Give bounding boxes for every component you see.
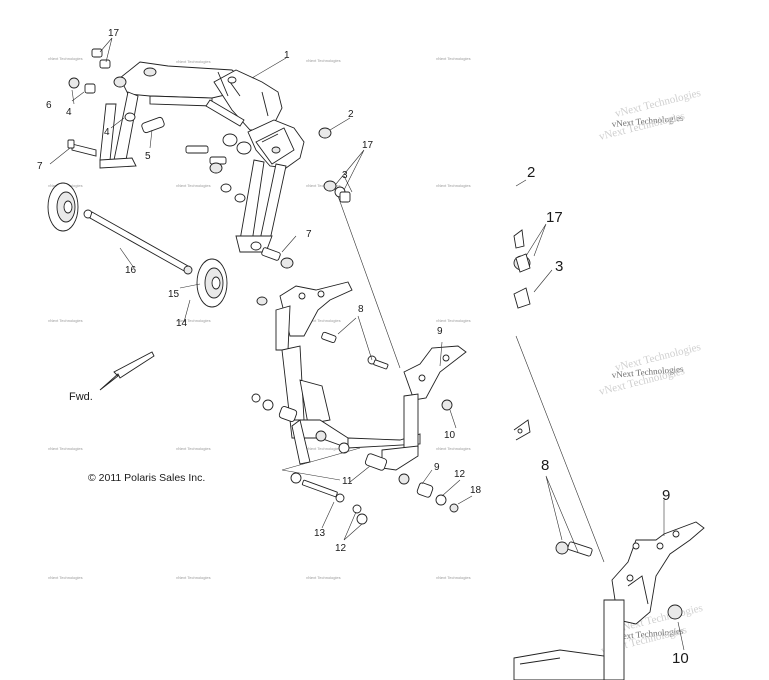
forward-arrow: Fwd. [69, 351, 155, 403]
detail-callout-9: 9 [662, 487, 670, 504]
callout-15: 15 [168, 289, 180, 300]
watermark: vNext Technologies [436, 575, 471, 580]
callout-4: 4 [66, 107, 72, 118]
watermark: vNext Technologies [48, 318, 83, 323]
callout-8: 8 [358, 304, 364, 315]
callout-14: 14 [176, 318, 188, 329]
watermark: vNext Technologies [48, 446, 83, 451]
callout-9: 9 [437, 326, 443, 337]
watermark: vNext Technologies [306, 183, 341, 188]
watermark: vNext Technologies [176, 183, 211, 188]
detail-view: vNext Technologies vNext Technologies vN… [513, 87, 705, 680]
watermark: vNext Technologies [306, 446, 341, 451]
detail-callout-10: 10 [672, 650, 689, 667]
upper-right-hardware [185, 127, 351, 251]
detail-callout-3: 3 [555, 258, 563, 275]
watermark: vNext Technologies [306, 318, 341, 323]
idler-wheel-assembly [47, 182, 294, 308]
detail-callout-8: 8 [541, 457, 549, 474]
watermark: vNext Technologies [176, 446, 211, 451]
callout-18: 18 [470, 485, 482, 496]
watermark: vNext Technologies [176, 575, 211, 580]
watermark: vNext Technologies [436, 183, 471, 188]
callout-4: 4 [104, 127, 110, 138]
callout-12: 12 [454, 469, 466, 480]
upper-left-hardware [67, 48, 165, 157]
watermark: vNext Technologies [436, 56, 471, 61]
watermark: vNext Technologies [306, 58, 341, 63]
callout-1: 1 [284, 50, 290, 61]
watermark: vNext Technologies [176, 318, 211, 323]
callout-13: 13 [314, 528, 326, 539]
watermark: vNext Technologies [48, 56, 83, 61]
leader-lines [49, 37, 473, 541]
callout-9: 9 [434, 462, 440, 473]
callout-10: 10 [444, 430, 456, 441]
exploded-view: Fwd. © 2011 Polaris Sales Inc. 17 1 2 17… [37, 28, 482, 554]
detail-callout-2: 2 [527, 164, 535, 181]
watermark: vNext Technologies [48, 575, 83, 580]
fwd-label: Fwd. [69, 391, 93, 403]
watermark: vNext Technologies [306, 575, 341, 580]
callout-11: 11 [342, 476, 353, 487]
callouts-main: 17 1 2 17 3 6 4 4 5 7 7 16 15 14 8 9 10 … [37, 28, 482, 554]
callout-7: 7 [37, 161, 43, 172]
lower-hardware [251, 296, 459, 525]
watermark: vNext Technologies [176, 59, 211, 64]
callout-6: 6 [46, 100, 52, 111]
watermark-grid: vNext Technologies vNext Technologies vN… [48, 56, 471, 580]
callout-2: 2 [348, 109, 354, 120]
callout-17: 17 [108, 28, 120, 39]
upper-rail-frame [99, 61, 305, 253]
callout-12: 12 [335, 543, 347, 554]
lower-rail-frame [275, 281, 467, 471]
watermark: vNext Technologies [436, 318, 471, 323]
detail-callout-17: 17 [546, 209, 563, 226]
callout-5: 5 [145, 151, 151, 162]
watermark: vNext Technologies [436, 446, 471, 451]
callout-17: 17 [362, 140, 374, 151]
callout-3: 3 [342, 170, 348, 181]
callout-16: 16 [125, 265, 137, 276]
copyright-text: © 2011 Polaris Sales Inc. [88, 472, 205, 484]
callout-7: 7 [306, 229, 312, 240]
